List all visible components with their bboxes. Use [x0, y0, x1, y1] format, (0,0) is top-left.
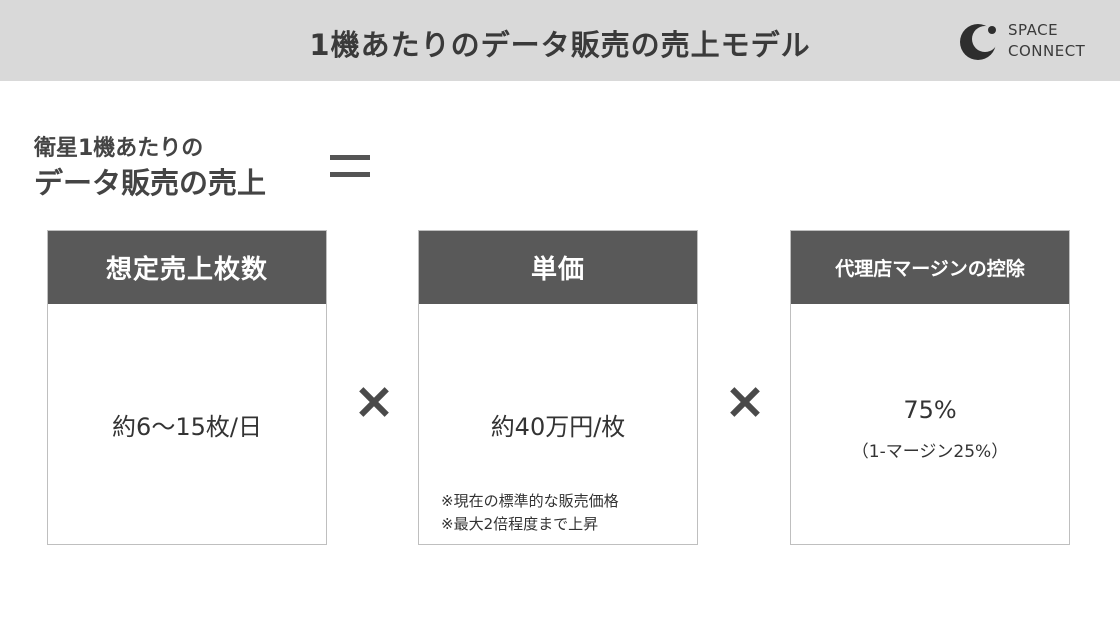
multiply-sign — [358, 386, 390, 418]
box-value: 75% — [903, 396, 957, 424]
box-subvalue: （1-マージン25%） — [851, 442, 1009, 462]
space-connect-logo: SPACE CONNECT — [958, 20, 1108, 64]
box-unit-price: 単価 約40万円/枚 ※現在の標準的な販売価格 ※最大2倍程度まで上昇 — [418, 230, 698, 545]
box-header: 単価 — [419, 231, 697, 304]
lhs-line2: データ販売の売上 — [34, 166, 267, 200]
box-header: 代理店マージンの控除 — [791, 231, 1069, 304]
logo-mark-icon — [960, 24, 998, 60]
note-line: ※現在の標準的な販売価格 — [441, 492, 619, 510]
page-title: 1機あたりのデータ販売の売上モデル — [309, 28, 811, 62]
box-header: 想定売上枚数 — [48, 231, 326, 304]
lhs-line1: 衛星1機あたりの — [34, 136, 204, 161]
box-value: 約40万円/枚 — [490, 413, 626, 441]
logo-text-line1: SPACE — [1008, 21, 1059, 39]
header-bar: 1機あたりのデータ販売の売上モデル SPACE CONNECT — [0, 0, 1120, 81]
box-sales-volume: 想定売上枚数 約6～15枚/日 — [47, 230, 327, 545]
box-value: 約6～15枚/日 — [112, 413, 262, 441]
note-line: ※最大2倍程度まで上昇 — [441, 515, 599, 533]
box-notes: ※現在の標準的な販売価格 ※最大2倍程度まで上昇 — [441, 490, 619, 536]
equation-lhs: 衛星1機あたりの データ販売の売上 — [34, 134, 266, 202]
equals-sign — [330, 152, 370, 182]
box-agent-margin: 代理店マージンの控除 75% （1-マージン25%） — [790, 230, 1070, 545]
multiply-sign — [729, 386, 761, 418]
logo-text-line2: CONNECT — [1008, 42, 1086, 60]
